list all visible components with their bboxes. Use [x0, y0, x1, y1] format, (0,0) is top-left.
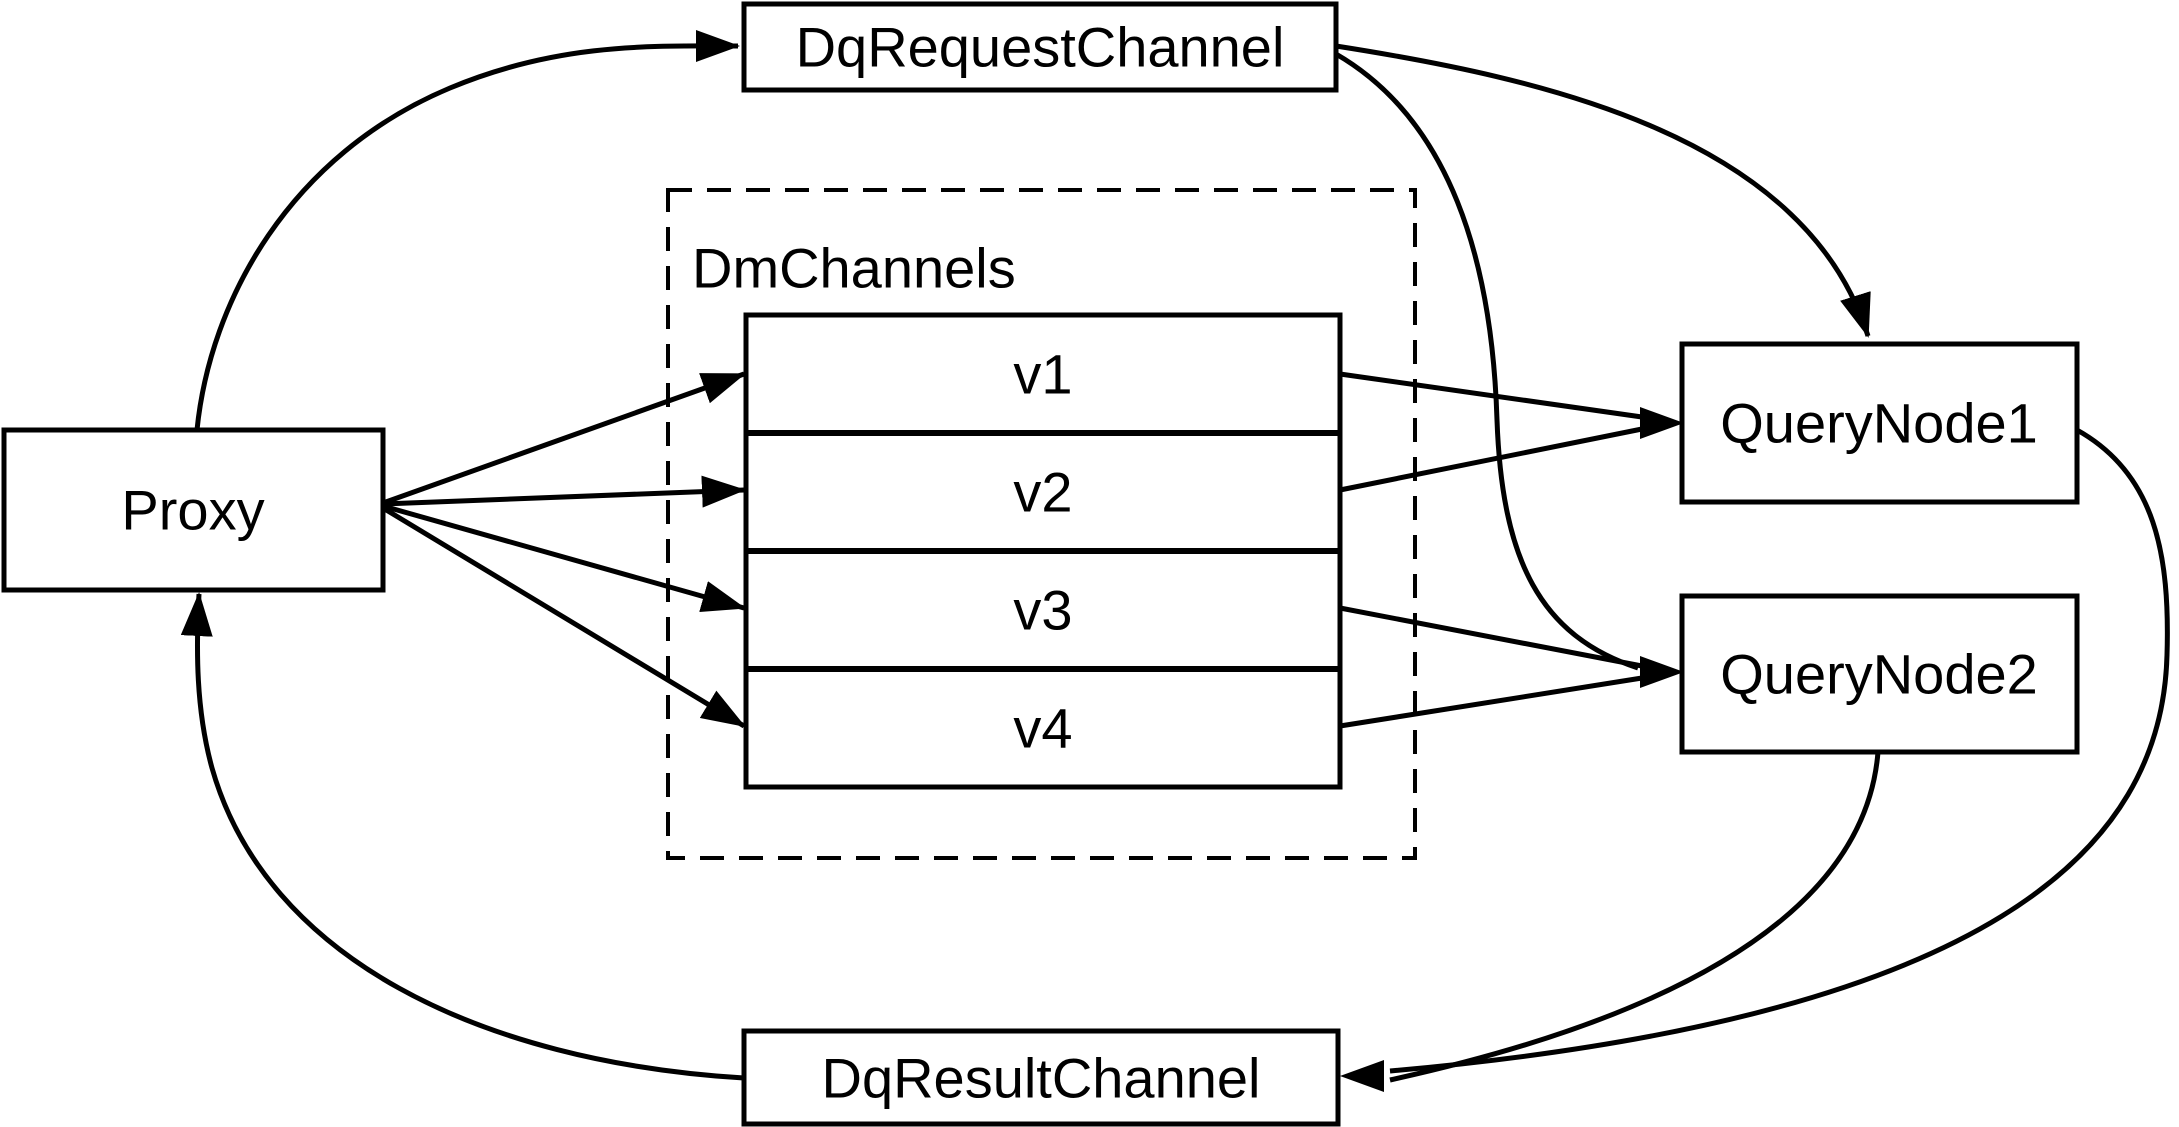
- channel-row-v4: v4: [1013, 697, 1072, 760]
- channel-row-v1: v1: [1013, 343, 1072, 406]
- edge-v1-to-querynode1: [1339, 371, 1643, 420]
- edge-v4-to-querynode2: [1339, 675, 1643, 729]
- querynode2-box: [1679, 593, 2080, 755]
- querynode2-label: QueryNode2: [1720, 643, 2038, 706]
- edge-proxy-to-dqrequestchannel: [194, 29, 740, 431]
- dmchannels-group-box: [666, 188, 1417, 860]
- dqrequestchannel-box: [741, 1, 1339, 93]
- dmchannels-label: DmChannels: [692, 237, 1016, 300]
- arrowhead-into-querynode1: [1640, 407, 1684, 439]
- edge-dqrequestchannel-to-querynode1: [1335, 43, 1871, 338]
- arrowhead-into-dqresultchannel: [1340, 1060, 1384, 1092]
- edge-querynode1-to-dqresultchannel: [1389, 427, 2170, 1074]
- edge-proxy-to-v1: [382, 371, 746, 506]
- edge-v2-to-querynode1: [1339, 426, 1643, 493]
- arrowhead-into-querynode2: [1640, 656, 1684, 688]
- edge-proxy-to-v4: [381, 505, 746, 729]
- querynode1-box: [1679, 341, 2080, 505]
- edge-proxy-to-v2: [382, 475, 746, 508]
- proxy-label: Proxy: [121, 479, 264, 542]
- edge-dqrequestchannel-to-querynode2: [1334, 51, 1639, 671]
- channel-row-v3: v3: [1013, 579, 1072, 642]
- edge-dqresultchannel-to-proxy: [180, 592, 745, 1081]
- proxy-box: [1, 427, 386, 593]
- edge-querynode2-to-dqresultchannel: [1389, 751, 1881, 1083]
- dqrequestchannel-label: DqRequestChannel: [796, 16, 1285, 79]
- querynode1-label: QueryNode1: [1720, 392, 2038, 455]
- dqresultchannel-label: DqResultChannel: [822, 1047, 1261, 1110]
- edge-v3-to-querynode2: [1339, 605, 1643, 669]
- edge-proxy-to-v3: [382, 503, 746, 612]
- dqresultchannel-box: [741, 1028, 1341, 1127]
- channel-row-v2: v2: [1013, 461, 1072, 524]
